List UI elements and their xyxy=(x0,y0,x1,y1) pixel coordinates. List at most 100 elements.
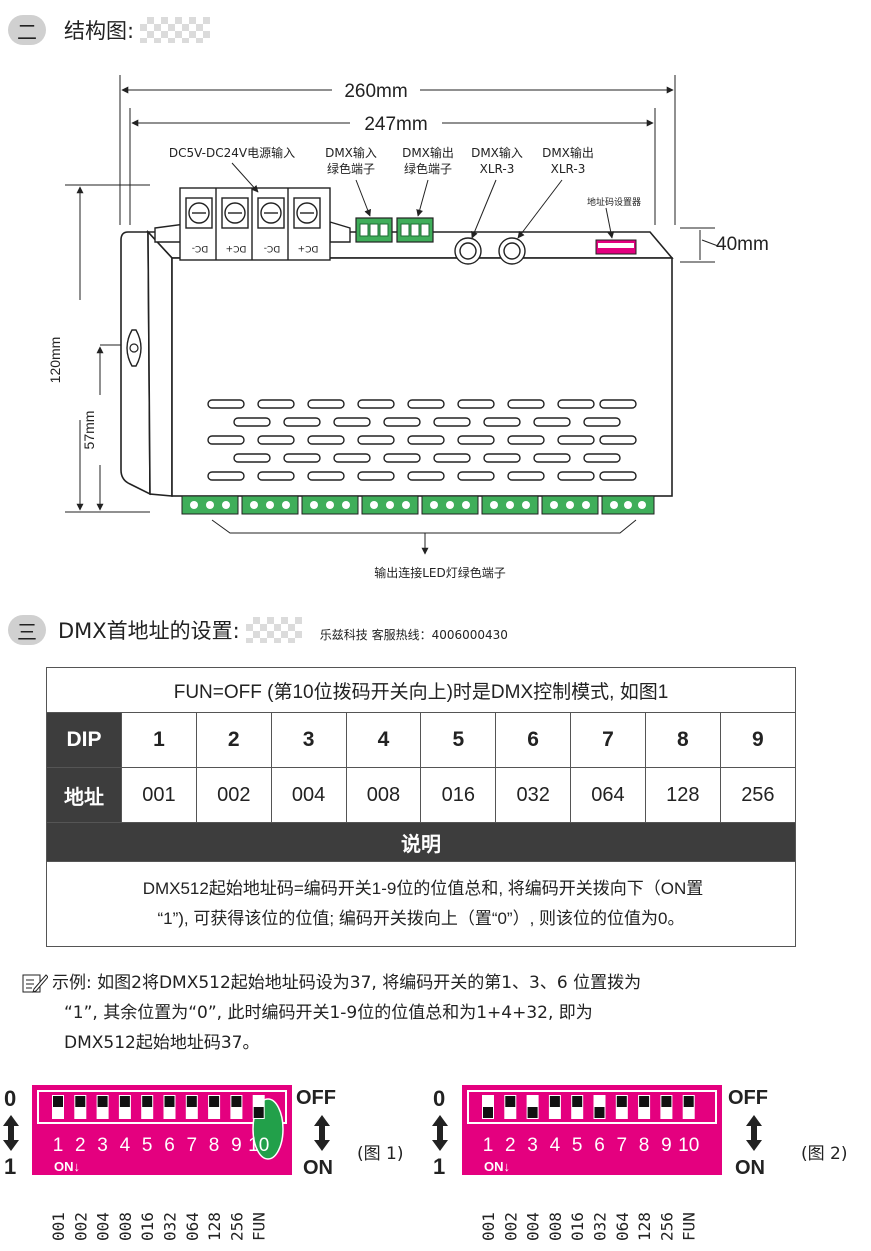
table-title: FUN=OFF (第10位拨码开关向上)时是DMX控制模式, 如图1 xyxy=(46,667,796,713)
dip-header: DIP xyxy=(46,712,122,768)
dip-figures: 0 1 OFF ON 0 1 OFF ON (图 1) (图 2) 100120… xyxy=(3,1085,847,1241)
dip-knob-off xyxy=(186,1096,197,1107)
dim-inner-width: 247mm xyxy=(364,114,427,135)
dip-cell: 3 xyxy=(270,712,347,768)
example-line-1: 示例: 如图2将DMX512起始地址码设为37, 将编码开关的第1、3、6 位置… xyxy=(52,973,642,993)
label-dmx-in-terminal-1: DMX输入 xyxy=(325,145,377,160)
top-dip-switch xyxy=(595,239,637,255)
label-address-setter: 地址码设置器 xyxy=(587,196,641,208)
section2-header: 二 结构图: xyxy=(8,10,211,50)
fig1-one: 1 xyxy=(4,1154,16,1179)
xlr-connectors xyxy=(454,237,526,265)
dim-hole: 57mm xyxy=(81,411,97,450)
dip-knob-off xyxy=(209,1096,220,1107)
address-cell: 128 xyxy=(644,767,721,823)
dip-knob-off xyxy=(683,1096,694,1107)
dip-knob-off xyxy=(119,1096,130,1107)
term-mark-4: DC+ xyxy=(298,243,319,253)
decor-checker xyxy=(245,617,302,643)
hotline-text: 乐兹科技 客服热线：4006000430 xyxy=(319,627,508,642)
dmx-green-terminals xyxy=(355,217,434,243)
section3-number: 三 xyxy=(8,615,46,645)
dip-switch-number: 3 xyxy=(97,1135,108,1156)
dip-switch-value-label: 256 xyxy=(657,1212,676,1241)
address-cell: 001 xyxy=(121,767,197,823)
label-power: DC5V-DC24V电源输入 xyxy=(169,145,295,160)
dip-switch-value-label: 001 xyxy=(49,1212,68,1241)
dip-switch-figure-2: 10012002300440085016603270648128925610FU… xyxy=(462,1085,722,1241)
explain-header: 说明 xyxy=(46,822,796,862)
decor-checker xyxy=(140,17,211,43)
explain-line-1: DMX512起始地址码=编码开关1-9位的位值总和, 将编码开关拨向下（ON置 xyxy=(142,879,704,898)
label-dmx-in-terminal-2: 绿色端子 xyxy=(327,161,375,176)
dip-switch-number: 4 xyxy=(550,1135,561,1156)
dip-switch-number: 9 xyxy=(231,1135,242,1156)
dip-switch-value-label: 016 xyxy=(138,1212,157,1241)
dip-knob-off xyxy=(616,1096,627,1107)
dip-knob-off xyxy=(142,1096,153,1107)
fig2-zero: 0 xyxy=(433,1086,445,1111)
section2-title: 结构图: xyxy=(64,19,135,43)
dip-switch-value-label: 128 xyxy=(205,1212,224,1241)
term-mark-2: DC+ xyxy=(226,243,247,253)
dip-switch-value-label: 002 xyxy=(71,1212,90,1241)
dip-knob-off xyxy=(75,1096,86,1107)
fig2-off: OFF xyxy=(728,1087,768,1109)
vent-slots xyxy=(207,399,637,481)
dip-switch-value-label: 064 xyxy=(183,1212,202,1241)
dip-address-table: FUN=OFF (第10位拨码开关向上)时是DMX控制模式, 如图1 DIP 1… xyxy=(46,667,797,947)
dip-knob-off xyxy=(639,1096,650,1107)
dip-knob-off xyxy=(505,1096,516,1107)
address-cell: 064 xyxy=(570,767,646,823)
dip-cell: 6 xyxy=(495,712,572,768)
dip-switch-value-label: 004 xyxy=(94,1212,113,1241)
dip-switch-value-label: 004 xyxy=(524,1212,543,1241)
table-row-dip: DIP 1 2 3 4 5 6 7 8 9 xyxy=(46,712,797,768)
dip-switch-value-label: 064 xyxy=(613,1212,632,1241)
dip-switch-number: 8 xyxy=(209,1135,220,1156)
address-cell: 016 xyxy=(420,767,497,823)
example-line-2: “1”, 其余位置为“0”, 此时编码开关1-9位的位值总和为1+4+32, 即… xyxy=(64,1003,593,1023)
dip-cell: 1 xyxy=(121,712,197,768)
dip-switch-number: 5 xyxy=(572,1135,583,1156)
term-mark-1: DC- xyxy=(192,243,208,253)
dip-switch-number: 1 xyxy=(483,1135,494,1156)
fig2-on: ON xyxy=(735,1157,765,1179)
dim-total-width: 260mm xyxy=(344,81,407,102)
address-cell: 004 xyxy=(270,767,347,823)
table-row-address: 地址 001 002 004 008 016 032 064 128 256 xyxy=(46,767,797,823)
dip-switch-number: 9 xyxy=(661,1135,672,1156)
label-dmx-in-xlr-2: XLR-3 xyxy=(480,162,515,176)
label-dmx-out-terminal-1: DMX输出 xyxy=(402,145,454,160)
updown-arrow-icon xyxy=(3,1115,762,1151)
dip-cell: 2 xyxy=(195,712,272,768)
dip-knob-off xyxy=(661,1096,672,1107)
dip-switch-number: 7 xyxy=(617,1135,628,1156)
note-pencil-icon xyxy=(22,974,48,993)
dip-switch-value-label: FUN xyxy=(250,1212,269,1241)
dip-switch-number: 2 xyxy=(505,1135,516,1156)
dip-knob-on xyxy=(483,1107,493,1118)
dip-knob-off xyxy=(572,1096,583,1107)
explain-line-2: “1”), 可获得该位的位值; 编码开关拨向上（置“0”）, 则该位的位值为0。 xyxy=(157,909,685,928)
dip-switch-value-label: 008 xyxy=(546,1212,565,1241)
fig1-off: OFF xyxy=(296,1087,336,1109)
dip-switch-number: 10 xyxy=(248,1135,269,1156)
label-dmx-out-xlr-1: DMX输出 xyxy=(542,145,594,160)
on-arrow-label: ON↓ xyxy=(484,1159,510,1174)
dip-knob-off xyxy=(53,1096,63,1107)
dip-switch-number: 4 xyxy=(120,1135,131,1156)
dim-depth: 120mm xyxy=(47,337,63,384)
power-terminal xyxy=(154,187,351,261)
dip-switch-number: 6 xyxy=(594,1135,605,1156)
fig2-caption: (图 2) xyxy=(801,1144,847,1164)
example-line-3: DMX512起始地址码37。 xyxy=(64,1033,260,1053)
address-cell: 032 xyxy=(495,767,572,823)
dip-knob-off xyxy=(231,1096,242,1107)
example-block: 示例: 如图2将DMX512起始地址码设为37, 将编码开关的第1、3、6 位置… xyxy=(22,968,812,1058)
dip-switch-number: 6 xyxy=(164,1135,175,1156)
section3-header: 三 DMX首地址的设置: 乐兹科技 客服热线：4006000430 xyxy=(8,610,508,650)
dip-switch-value-label: 001 xyxy=(479,1212,498,1241)
label-dmx-out-terminal-2: 绿色端子 xyxy=(404,161,452,176)
dip-knob-off xyxy=(97,1096,108,1107)
